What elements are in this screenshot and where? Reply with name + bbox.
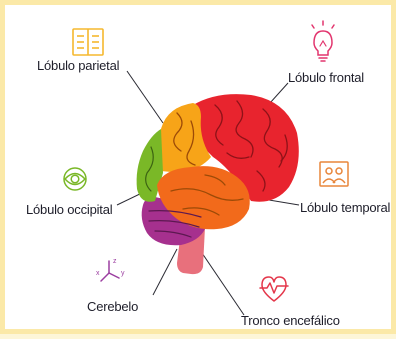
label-occipital: Lóbulo occipital: [26, 202, 113, 217]
axes-icon: [100, 260, 120, 282]
occipital-lobe: [136, 129, 163, 202]
frontal-gyri: [235, 100, 254, 158]
frontal-lobe: [192, 94, 299, 202]
label-frontal: Lóbulo frontal: [288, 70, 364, 85]
frontal-gyri: [226, 152, 250, 159]
people-frame-icon: [319, 161, 349, 187]
frontal-gyri: [280, 134, 288, 162]
leader-line-cerebelo: [152, 248, 178, 296]
label-temporal: Lóbulo temporal: [300, 200, 391, 215]
label-cerebelo: Cerebelo: [87, 299, 139, 314]
temporal-gyri: [170, 188, 244, 201]
frontal-gyri: [214, 104, 224, 146]
eye-icon: [63, 167, 87, 191]
open-book-icon: [72, 28, 104, 56]
cerebellum-folds: [148, 210, 202, 218]
axes-icon-z-letter: z: [113, 258, 117, 265]
parietal-lobe: [158, 103, 211, 173]
cerebellum-folds: [148, 220, 200, 228]
label-tronco: Tronco encefálico: [241, 313, 340, 328]
temporal-gyri: [204, 174, 226, 186]
brain-diagram: z x y: [63, 20, 349, 316]
axes-icon-y-letter: y: [121, 270, 125, 277]
frontal-gyri: [262, 108, 283, 168]
parietal-gyri: [173, 112, 183, 152]
temporal-gyri: [182, 207, 220, 216]
axes-icon-x-letter: x: [96, 270, 100, 277]
cerebellum-folds: [154, 230, 192, 238]
leader-line-tronco: [201, 252, 245, 316]
frontal-gyri: [256, 170, 266, 192]
heartbeat-icon: [259, 276, 289, 302]
label-parietal: Lóbulo parietal: [37, 58, 120, 73]
leader-line-parietal: [126, 70, 164, 124]
occipital-gyri: [145, 146, 154, 192]
lightbulb-icon: [311, 20, 335, 62]
temporal-lobe: [157, 166, 250, 230]
parietal-gyri: [186, 120, 196, 166]
